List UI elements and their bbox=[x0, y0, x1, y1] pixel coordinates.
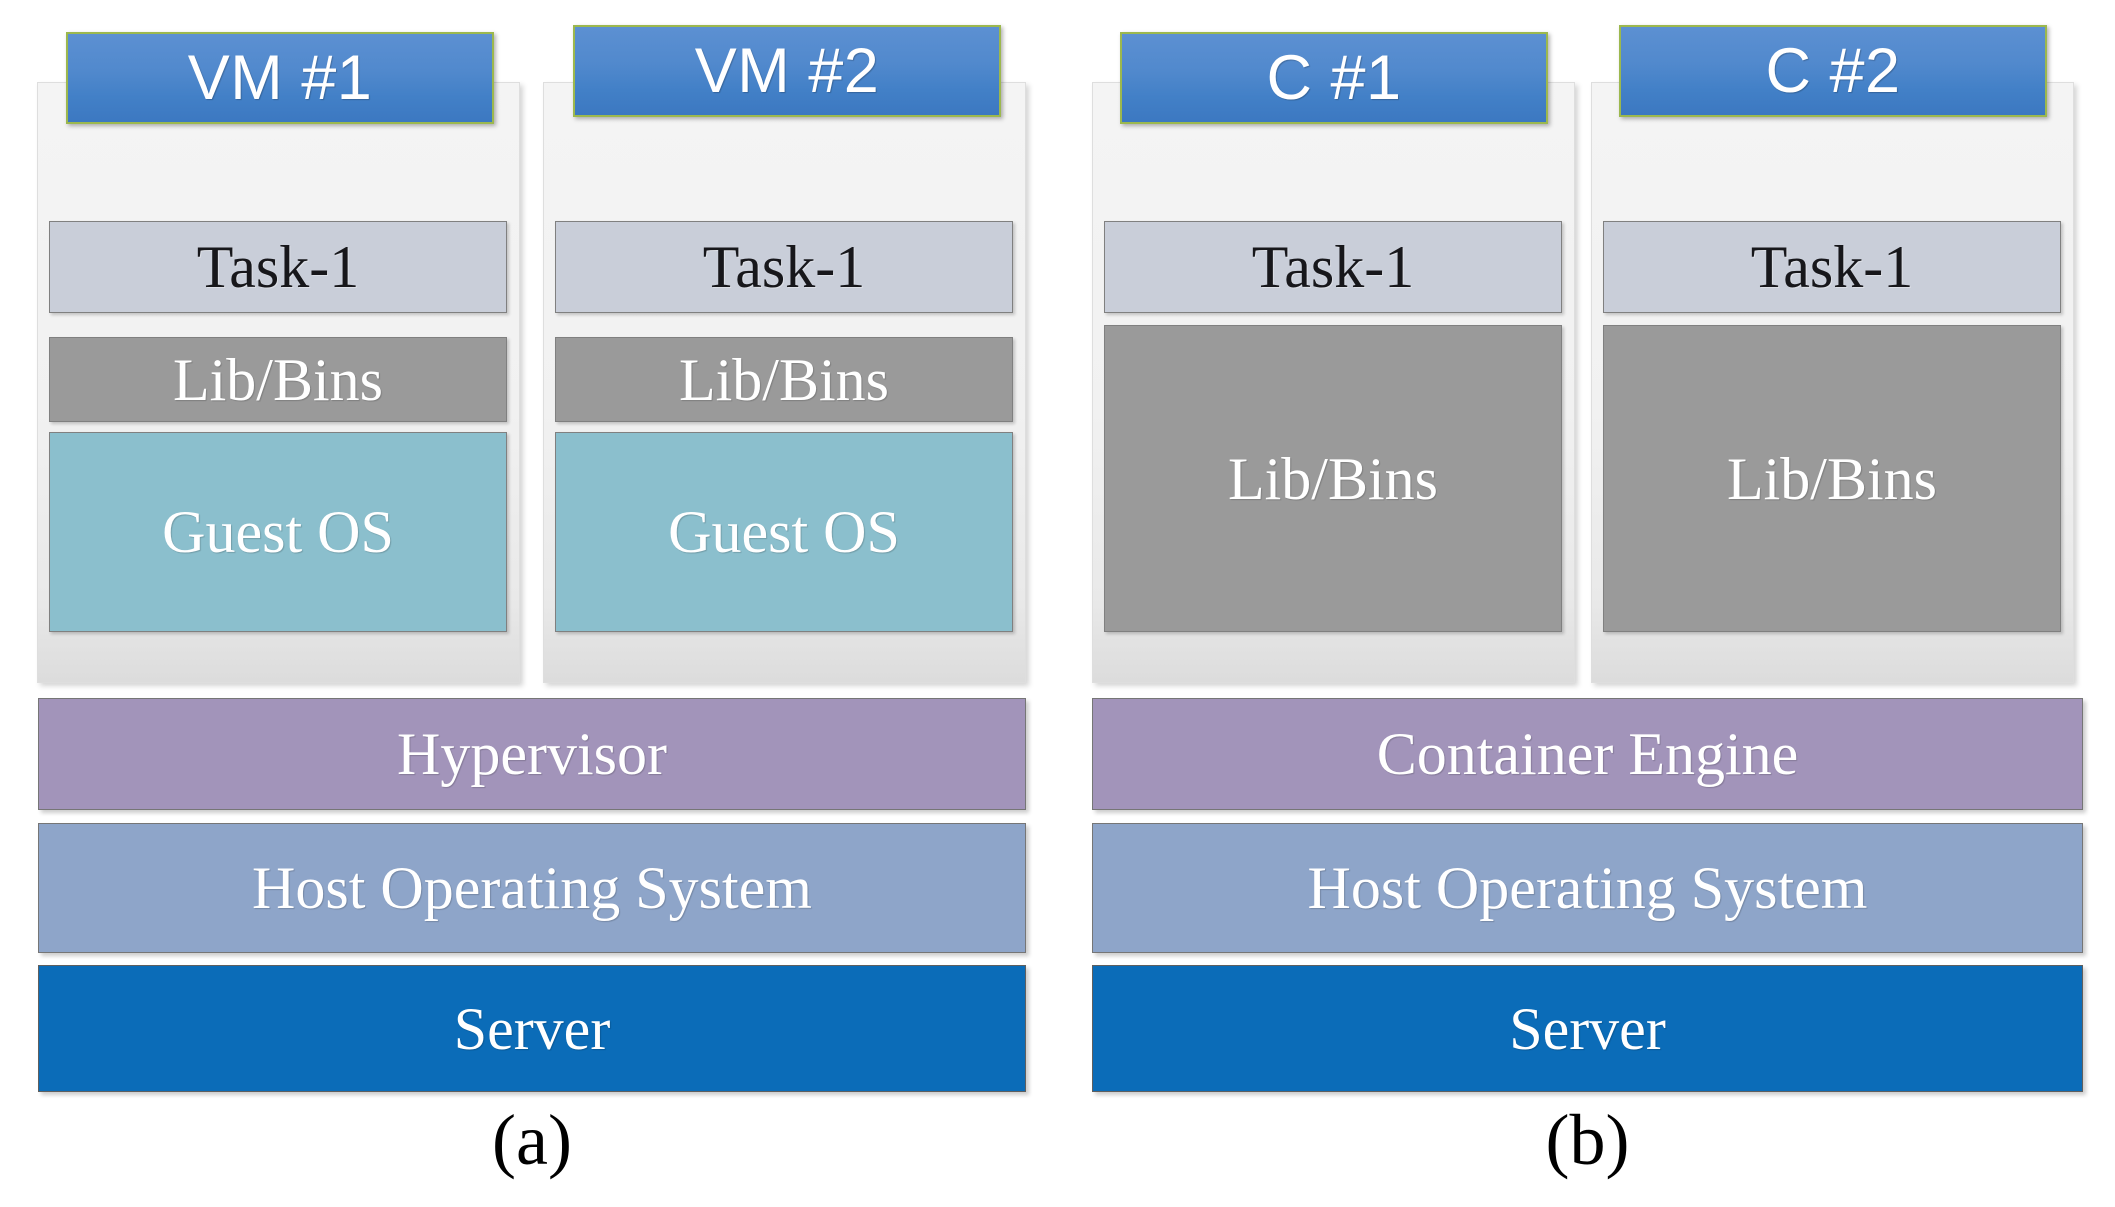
panel-b-bar-host-os-label: Host Operating System bbox=[1307, 855, 1868, 921]
panel-a-bar-server-label: Server bbox=[453, 995, 611, 1062]
panel-b-bar-container-engine-label: Container Engine bbox=[1376, 721, 1799, 787]
panel-a-caption-label: (a) bbox=[492, 1100, 572, 1180]
c2-layer-task-label: Task-1 bbox=[1750, 234, 1914, 300]
panel-b-bar-server-label: Server bbox=[1509, 995, 1666, 1062]
vm1-layer-libbins: Lib/Bins bbox=[49, 337, 507, 422]
panel-b-bar-host-os: Host Operating System bbox=[1092, 823, 2083, 953]
panel-b-bar-container-engine: Container Engine bbox=[1092, 698, 2083, 810]
panel-b-caption: (b) bbox=[1092, 1104, 2083, 1176]
panel-a-bar-hypervisor: Hypervisor bbox=[38, 698, 1026, 810]
vm1-header-chip[interactable]: VM #1 bbox=[66, 32, 494, 124]
vm1-layer-guestos: Guest OS bbox=[49, 432, 507, 632]
vm2-header-label: VM #2 bbox=[694, 35, 880, 106]
c2-layer-task: Task-1 bbox=[1603, 221, 2061, 313]
c2-layer-libbins: Lib/Bins bbox=[1603, 325, 2061, 632]
panel-b-caption-label: (b) bbox=[1545, 1100, 1630, 1180]
vm1-layer-libbins-label: Lib/Bins bbox=[172, 346, 384, 413]
vm2-header-chip[interactable]: VM #2 bbox=[573, 25, 1001, 117]
c2-header-chip[interactable]: C #2 bbox=[1619, 25, 2047, 117]
vm1-layer-task-label: Task-1 bbox=[196, 234, 360, 300]
vm1-header-label: VM #1 bbox=[187, 42, 373, 113]
panel-a-bar-hypervisor-label: Hypervisor bbox=[397, 721, 667, 787]
c1-layer-task-label: Task-1 bbox=[1251, 234, 1415, 300]
vm2-layer-task: Task-1 bbox=[555, 221, 1013, 313]
vm1-layer-guestos-label: Guest OS bbox=[162, 499, 394, 565]
c1-header-label: C #1 bbox=[1266, 42, 1402, 113]
c1-layer-libbins-label: Lib/Bins bbox=[1227, 445, 1439, 512]
vm2-layer-libbins-label: Lib/Bins bbox=[678, 346, 890, 413]
vm2-layer-guestos-label: Guest OS bbox=[668, 499, 900, 565]
panel-a-bar-host-os: Host Operating System bbox=[38, 823, 1026, 953]
c1-header-chip[interactable]: C #1 bbox=[1120, 32, 1548, 124]
vm2-layer-guestos: Guest OS bbox=[555, 432, 1013, 632]
vm2-layer-task-label: Task-1 bbox=[702, 234, 866, 300]
panel-a-caption: (a) bbox=[38, 1104, 1026, 1176]
vm2-layer-libbins: Lib/Bins bbox=[555, 337, 1013, 422]
panel-a-bar-host-os-label: Host Operating System bbox=[252, 855, 812, 921]
panel-b-bar-server: Server bbox=[1092, 965, 2083, 1092]
vm1-layer-task: Task-1 bbox=[49, 221, 507, 313]
panel-a-bar-server: Server bbox=[38, 965, 1026, 1092]
c1-layer-task: Task-1 bbox=[1104, 221, 1562, 313]
c1-layer-libbins: Lib/Bins bbox=[1104, 325, 1562, 632]
c2-layer-libbins-label: Lib/Bins bbox=[1726, 445, 1938, 512]
c2-header-label: C #2 bbox=[1765, 35, 1901, 106]
